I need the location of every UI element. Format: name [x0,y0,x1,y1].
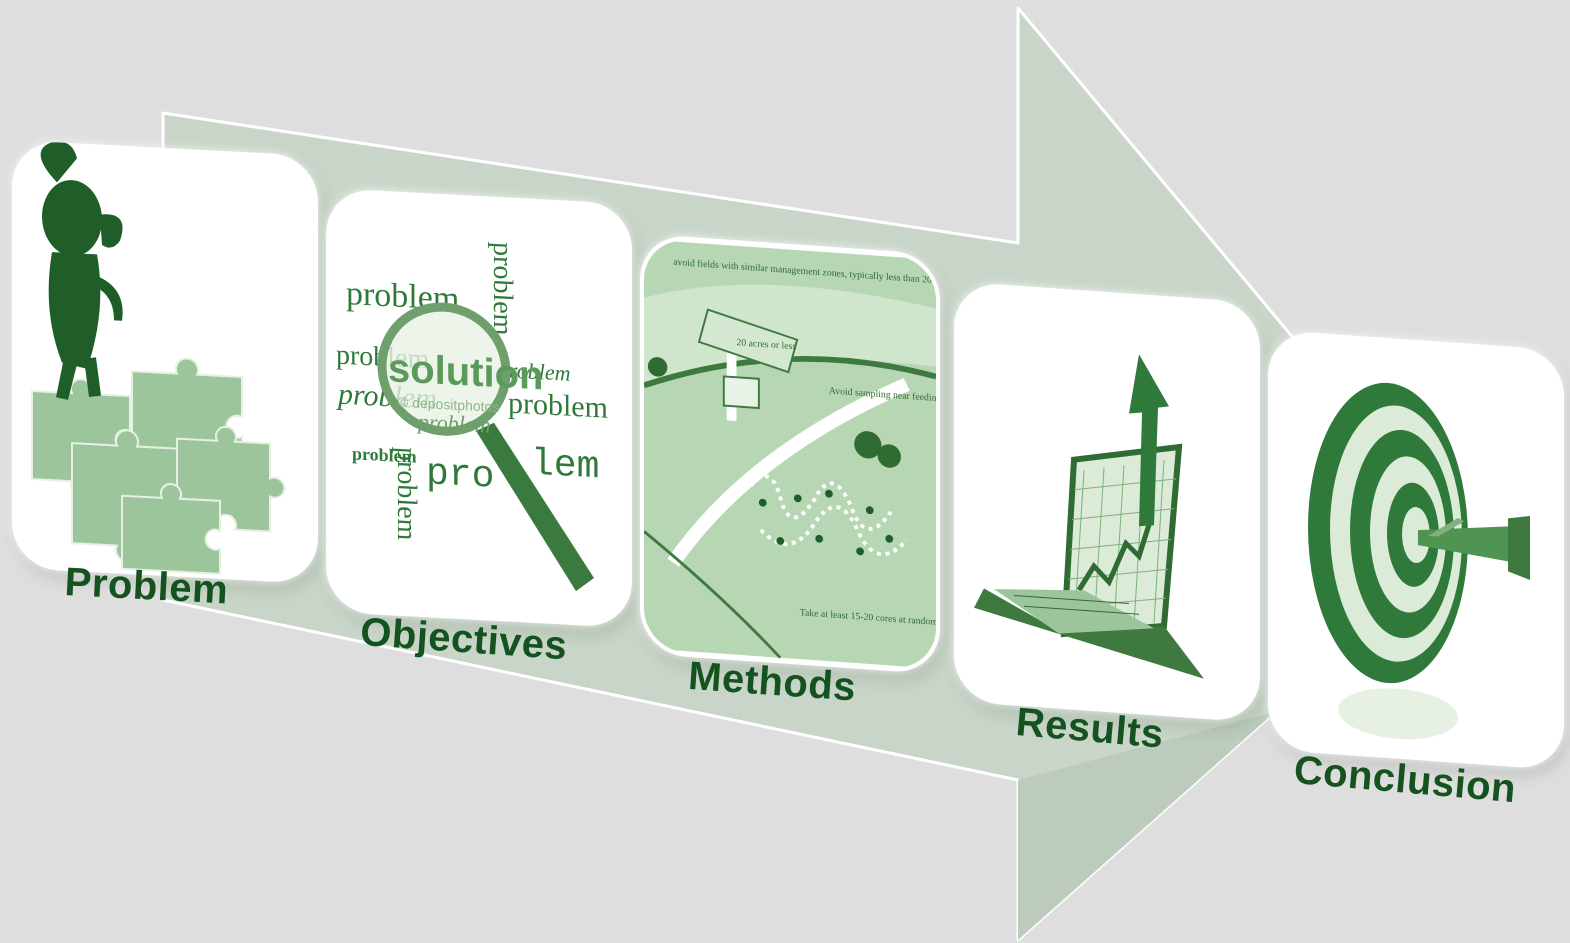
svg-text:problem: problem [416,409,490,438]
svg-text:© depositphotos: © depositphotos [398,394,499,415]
objectives-card: problem problem problem problem problem … [326,187,632,629]
puzzle-thinker-icon [31,141,286,575]
svg-text:problem: problem [487,241,518,336]
methods-card: 20 acres or less avoid fields with simil… [640,233,940,675]
field-sampling-map-icon: 20 acres or less avoid fields with simil… [644,239,936,669]
laptop-growth-chart-icon [974,354,1204,679]
arrow-shade [1018,712,1275,940]
results-card [954,281,1260,723]
svg-text:lem: lem [531,443,599,490]
stage-label-problem: Problem [63,560,230,613]
magnifier-solution-icon: problem problem problem problem problem … [336,241,608,592]
conclusion-card [1268,329,1564,771]
target-bullseye-icon [1308,382,1530,740]
svg-text:problem: problem [391,446,422,541]
svg-text:problem: problem [508,387,608,425]
svg-text:pro: pro [426,452,494,499]
svg-text:20 acres or less: 20 acres or less [736,337,796,352]
svg-text:solution: solution [388,346,543,398]
svg-text:problem: problem [352,443,417,466]
magnifier-icon: solution © depositphotos problem [377,302,594,592]
problem-card [12,139,318,585]
